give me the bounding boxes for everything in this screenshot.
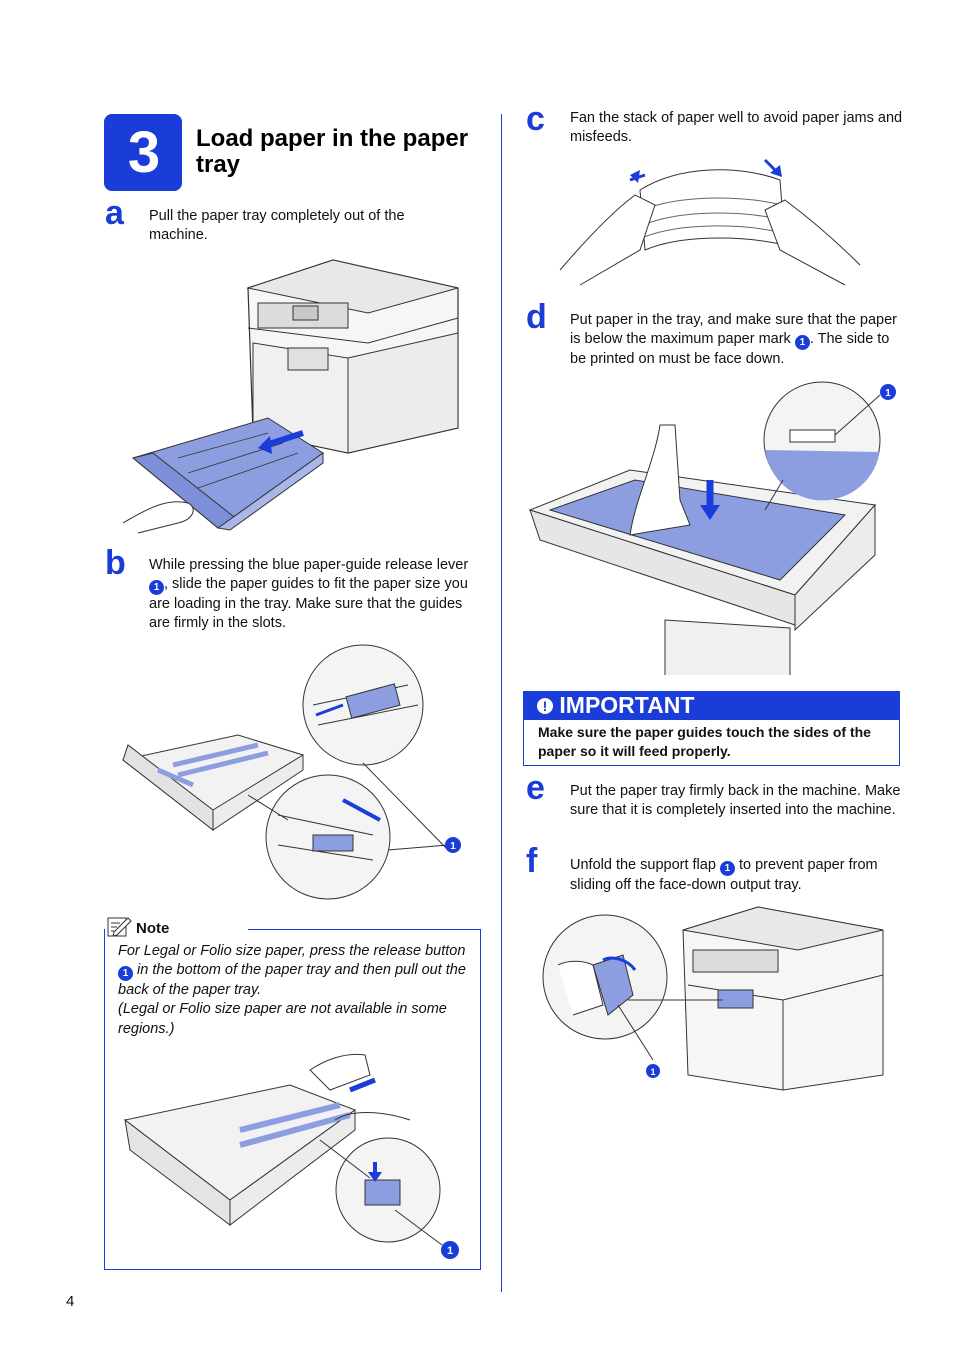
step-title: Load paper in the paper tray xyxy=(196,125,469,178)
step-f-text: Unfold the support flap 1 to prevent pap… xyxy=(570,856,905,895)
callout-1-badge: 1 xyxy=(149,580,164,596)
step-b-text: While pressing the blue paper-guide rele… xyxy=(149,556,484,634)
step-f-text-2: to prevent paper from sliding off the fa… xyxy=(570,857,878,893)
callout-1-badge: 1 xyxy=(118,966,133,982)
note-text: For Legal or Folio size paper, press the… xyxy=(118,942,468,1039)
important-body: Make sure the paper guides touch the sid… xyxy=(523,720,900,766)
note-title: Note xyxy=(136,920,170,937)
step-a-letter: a xyxy=(105,194,124,232)
step-number-badge: 3 xyxy=(104,114,182,191)
step-c-letter: c xyxy=(526,100,545,138)
figure-b-callout: 1 xyxy=(450,841,456,852)
step-d-text: Put paper in the tray, and make sure tha… xyxy=(570,311,905,369)
column-divider xyxy=(501,114,502,1292)
release-button-illustration: 1 xyxy=(123,1053,459,1259)
note-text-2: in the bottom of the paper tray and then… xyxy=(118,962,466,999)
step-e-letter: e xyxy=(526,769,545,807)
step-f-text-1: Unfold the support flap xyxy=(570,857,716,873)
step-a-text: Pull the paper tray completely out of th… xyxy=(149,208,405,244)
important-text: Make sure the paper guides touch the sid… xyxy=(538,724,871,759)
step-f-letter: f xyxy=(526,842,538,880)
paper-guide-illustration: 1 xyxy=(121,644,461,900)
figure-f-callout: 1 xyxy=(650,1067,655,1077)
note-text-1: For Legal or Folio size paper, press the… xyxy=(118,943,466,959)
figure-note-callout: 1 xyxy=(447,1245,453,1257)
note-box xyxy=(104,929,481,1270)
step-b-text-2: , slide the paper guides to fit the pape… xyxy=(149,576,468,632)
warning-icon: ! xyxy=(537,698,553,714)
important-heading-text: IMPORTANT xyxy=(559,692,695,718)
note-text-3: (Legal or Folio size paper are not avail… xyxy=(118,1001,447,1037)
important-heading: ! IMPORTANT xyxy=(523,691,900,720)
step-d-text-2: . The side to be printed on must be face… xyxy=(570,331,890,368)
load-paper-illustration: 1 xyxy=(528,381,896,675)
printer-tray-illustration xyxy=(122,259,459,534)
fan-paper-illustration xyxy=(559,158,861,286)
support-flap-illustration: 1 xyxy=(542,906,884,1091)
step-c-text: Fan the stack of paper well to avoid pap… xyxy=(570,110,903,146)
callout-1-badge: 1 xyxy=(794,335,810,351)
page-number: 4 xyxy=(66,1293,75,1310)
step-e-text: Put the paper tray firmly back in the ma… xyxy=(570,783,901,819)
callout-1-badge: 1 xyxy=(719,861,735,876)
note-pencil-icon xyxy=(107,917,132,937)
step-b-text-1: While pressing the blue paper-guide rele… xyxy=(149,557,469,573)
note-top-rule xyxy=(248,929,480,930)
step-b-letter: b xyxy=(105,544,126,582)
figure-d-callout: 1 xyxy=(885,388,891,399)
step-d-text-1: Put paper in the tray, and make sure tha… xyxy=(570,312,897,348)
step-d-letter: d xyxy=(526,298,547,336)
